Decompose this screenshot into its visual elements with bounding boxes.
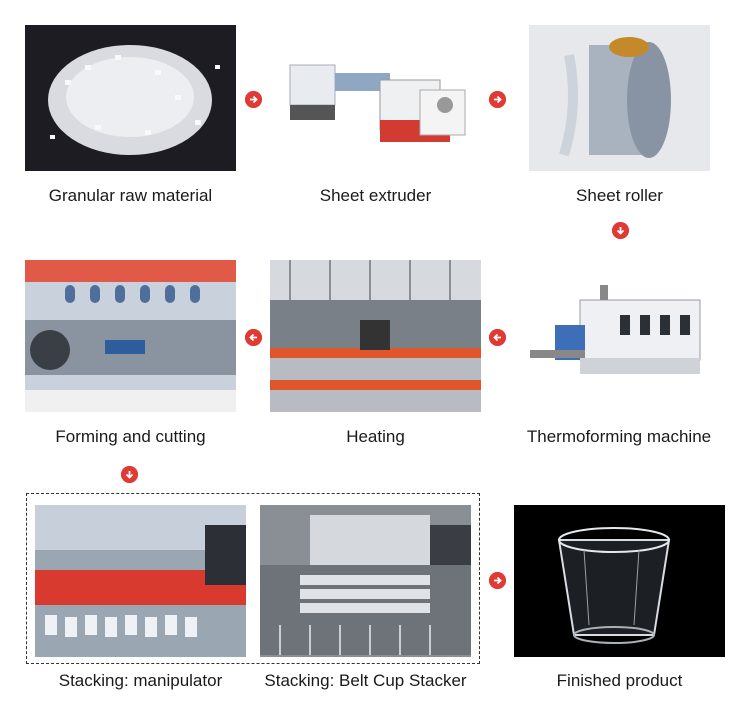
arrow-right-icon-1	[245, 91, 262, 108]
stacking-options-group	[26, 493, 480, 664]
arrow-left-icon-2	[489, 329, 506, 346]
heating-photo	[270, 260, 481, 412]
belt-cup-stacker-photo	[260, 505, 471, 657]
step-label-roller: Sheet roller	[576, 186, 663, 205]
step-label-thermo: Thermoforming machine	[526, 427, 712, 446]
sheet-extruder-photo	[270, 25, 481, 171]
step-label-belt: Stacking: Belt Cup Stacker	[264, 671, 467, 690]
step-label-extruder: Sheet extruder	[319, 186, 432, 205]
step-label-granular: Granular raw material	[48, 186, 213, 205]
step-label-finished: Finished product	[556, 671, 683, 690]
step-label-heating: Heating	[346, 427, 405, 446]
finished-product-photo	[514, 505, 725, 657]
forming-cutting-photo	[25, 260, 236, 412]
granular-raw-material-photo	[25, 25, 236, 171]
stacking-manipulator-photo	[35, 505, 246, 657]
arrow-down-icon-2	[121, 466, 138, 483]
step-label-manipulator: Stacking: manipulator	[58, 671, 223, 690]
arrow-right-icon-3	[489, 572, 506, 589]
arrow-down-icon-1	[612, 222, 629, 239]
sheet-roller-photo	[529, 25, 710, 171]
step-label-forming: Forming and cutting	[55, 427, 206, 446]
arrow-right-icon-2	[489, 91, 506, 108]
thermoforming-machine-photo	[520, 270, 720, 410]
arrow-left-icon-1	[245, 329, 262, 346]
